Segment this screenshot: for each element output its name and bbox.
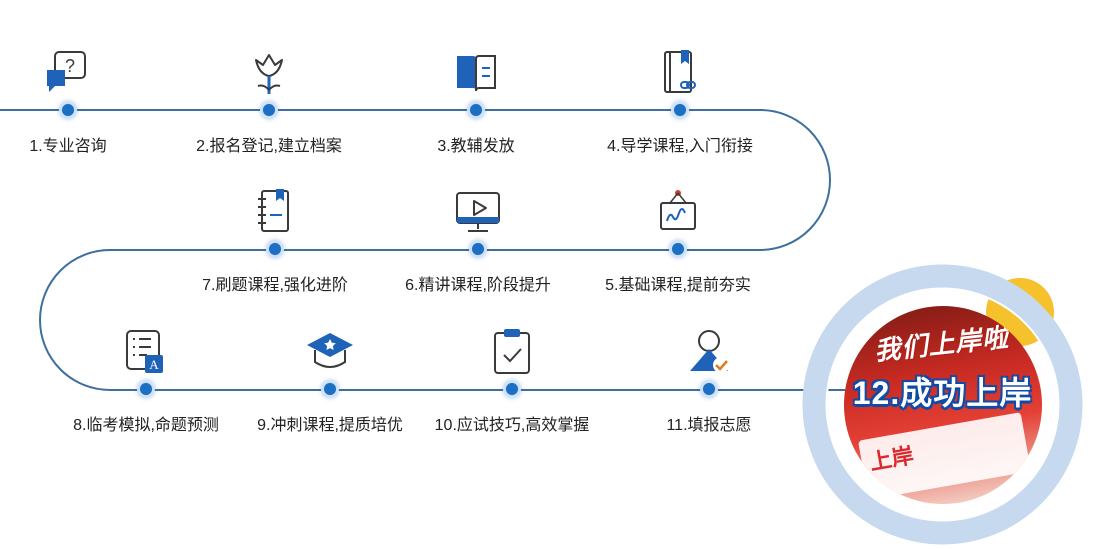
step-9-sprint-course: 9.冲刺课程,提质培优	[230, 325, 430, 485]
svg-text:A: A	[149, 357, 159, 372]
success-title: 12.成功上岸	[852, 375, 1033, 411]
bookmark-link-icon	[653, 46, 707, 100]
notebook-icon	[248, 185, 302, 239]
step-node	[59, 101, 77, 119]
step-node	[700, 380, 718, 398]
step-label: 5.基础课程,提前夯实	[605, 277, 751, 294]
step-8-mock-exam: A 8.临考模拟,命题预测	[46, 325, 246, 485]
tulip-icon	[242, 46, 296, 100]
step-label: 3.教辅发放	[437, 138, 515, 155]
step-4-intro-course: 4.导学课程,入门衔接	[580, 46, 780, 206]
step-node	[266, 240, 284, 258]
step-label: 9.冲刺课程,提质培优	[257, 417, 403, 434]
photo-sign-text: 上岸	[867, 442, 916, 475]
step-node	[669, 240, 687, 258]
user-check-icon	[682, 325, 736, 379]
question-chat-icon: ?	[41, 46, 95, 100]
step-10-exam-skills: 10.应试技巧,高效掌握	[412, 325, 612, 485]
open-book-icon	[449, 46, 503, 100]
step-node	[503, 380, 521, 398]
list-letter-icon: A	[119, 325, 173, 379]
step-label: 7.刷题课程,强化进阶	[202, 277, 348, 294]
step-1-consultation: ? 1.专业咨询	[0, 46, 168, 206]
step-label: 4.导学课程,入门衔接	[607, 138, 753, 155]
svg-text:?: ?	[65, 56, 75, 76]
presentation-board-icon	[651, 185, 705, 239]
step-node	[671, 101, 689, 119]
success-badge: 我们上岸啦 上岸 12.成功上岸	[800, 262, 1085, 547]
step-label: 6.精讲课程,阶段提升	[405, 277, 551, 294]
step-label: 11.填报志愿	[666, 417, 752, 434]
video-monitor-icon	[451, 185, 505, 239]
photo-banner-text: 我们上岸啦	[872, 322, 1011, 366]
step-node	[260, 101, 278, 119]
success-photo: 我们上岸啦 上岸	[844, 306, 1042, 504]
step-3-materials: 3.教辅发放	[376, 46, 576, 206]
step-5-foundation-course: 5.基础课程,提前夯实	[578, 185, 778, 345]
step-label: 2.报名登记,建立档案	[196, 138, 342, 155]
step-node	[467, 101, 485, 119]
step-node	[137, 380, 155, 398]
clipboard-check-icon	[485, 325, 539, 379]
step-node	[321, 380, 339, 398]
step-11-application: 11.填报志愿	[609, 325, 809, 485]
step-label: 1.专业咨询	[29, 138, 107, 155]
step-7-exercise-course: 7.刷题课程,强化进阶	[175, 185, 375, 345]
step-label: 8.临考模拟,命题预测	[73, 417, 219, 434]
step-label: 10.应试技巧,高效掌握	[434, 417, 590, 434]
step-2-registration: 2.报名登记,建立档案	[169, 46, 369, 206]
graduation-cap-icon	[303, 325, 357, 379]
step-node	[469, 240, 487, 258]
step-6-intensive-course: 6.精讲课程,阶段提升	[378, 185, 578, 345]
